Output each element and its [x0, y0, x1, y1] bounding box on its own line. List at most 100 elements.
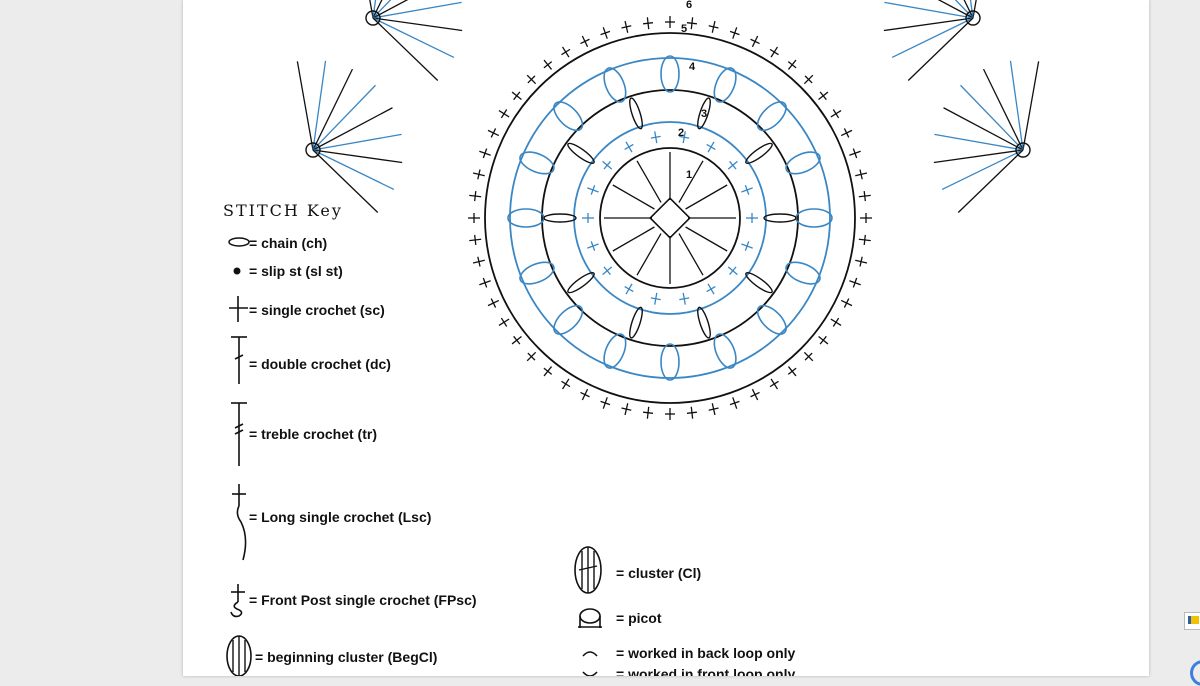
cluster-stitch — [785, 151, 821, 175]
cluster-stitch — [603, 67, 627, 103]
sc-stitch-round-6 — [600, 30, 611, 36]
key-label-front-loop: = worked in front loop only — [616, 666, 796, 676]
chain-stitch — [763, 213, 797, 223]
sc-stitch-round-2 — [603, 266, 611, 275]
sc-stitch-round-6 — [708, 407, 719, 411]
chain-stitch — [629, 97, 643, 130]
fan-stitch — [954, 0, 974, 19]
sc-stitch-round-2 — [679, 297, 690, 301]
sc-stitch-round-6 — [561, 48, 571, 56]
back-loop-icon — [582, 651, 598, 657]
row-number-4: 4 — [689, 61, 696, 73]
fan-stitch — [891, 17, 974, 59]
cluster-stitch — [713, 333, 737, 369]
fan-stitch — [969, 0, 974, 19]
sc-stitch-round-2 — [744, 185, 750, 195]
sc-stitch-round-6 — [500, 109, 508, 119]
sc-stitch-round-6 — [580, 391, 590, 398]
sc-stitch-round-6 — [843, 298, 850, 308]
row-number-5: 5 — [681, 23, 687, 35]
spoke-stitch — [685, 184, 728, 210]
key-label-treble-crochet: = treble crochet (tr) — [249, 426, 377, 442]
chain-stitch — [745, 142, 773, 164]
sc-stitch-round-6 — [804, 352, 813, 361]
fan-stitch — [943, 107, 1024, 151]
sc-stitch-round-6 — [500, 317, 508, 327]
fan-stitch — [372, 17, 463, 32]
fan-stitch — [312, 107, 393, 151]
sc-stitch-round-6 — [787, 61, 797, 69]
cluster-stitch — [553, 101, 584, 132]
sc-stitch-round-6 — [543, 367, 553, 375]
spoke-stitch — [685, 226, 728, 252]
fan-stitch — [372, 0, 392, 19]
row-number-2: 2 — [678, 127, 684, 139]
key-label-double-crochet: = double crochet (dc) — [249, 356, 391, 372]
sc-stitch-round-6 — [729, 30, 740, 36]
sc-stitch-round-2 — [729, 161, 737, 170]
fan-stitch — [372, 0, 377, 19]
sc-stitch-round-2 — [744, 241, 750, 251]
sc-stitch-round-2 — [706, 143, 716, 151]
sc-stitch-round-6 — [513, 335, 521, 345]
chain-stitch — [745, 272, 773, 294]
fan-stitch — [982, 68, 1024, 151]
round-ring-1 — [599, 147, 741, 289]
cluster-icon — [574, 546, 602, 594]
sc-stitch-round-6 — [621, 25, 632, 29]
fan-stitch — [963, 0, 974, 19]
fan-stitch — [312, 149, 403, 164]
key-label-picot: = picot — [616, 610, 662, 626]
sc-stitch-round-6 — [490, 298, 497, 308]
sc-stitch-round-2 — [729, 266, 737, 275]
long-single-crochet-icon — [232, 484, 247, 561]
stitch-key-title: STITCH Key — [223, 201, 343, 220]
cluster-stitch — [507, 208, 545, 228]
fan-stitch — [372, 1, 462, 19]
sc-stitch-round-6 — [729, 400, 740, 406]
round-ring-2 — [573, 121, 767, 315]
key-label-chain: = chain (ch) — [249, 235, 328, 251]
sc-stitch-round-6 — [863, 234, 866, 245]
sc-stitch-round-6 — [708, 25, 719, 29]
fan-stitch — [312, 60, 327, 151]
sc-stitch-round-6 — [527, 75, 536, 84]
fan-stitch — [312, 68, 354, 151]
chain-stitch — [567, 272, 595, 294]
key-label-beginning-cluster: = beginning cluster (BegCl) — [255, 649, 438, 665]
cluster-stitch — [713, 67, 737, 103]
side-panel-toggle-icon[interactable] — [1184, 612, 1200, 630]
sc-stitch-round-6 — [769, 380, 779, 388]
key-label-cluster: = cluster (Cl) — [616, 565, 702, 581]
single-crochet-icon — [229, 296, 248, 322]
fan-stitch — [884, 1, 974, 19]
sc-stitch-round-2 — [603, 161, 611, 170]
sc-stitch-round-6 — [477, 169, 481, 180]
fan-stitch — [934, 133, 1024, 151]
beginning-cluster-icon — [226, 635, 252, 676]
sc-stitch-round-2 — [590, 185, 596, 195]
spoke-stitch — [678, 160, 704, 203]
sc-stitch-round-6 — [527, 352, 536, 361]
sc-stitch-round-2 — [650, 135, 661, 139]
sc-stitch-round-6 — [859, 169, 863, 180]
sc-stitch-round-2 — [679, 135, 690, 139]
fan-stitch — [312, 149, 395, 191]
fan-stitch — [1022, 61, 1040, 151]
fan-stitch — [937, 0, 974, 19]
sc-stitch-round-6 — [643, 22, 654, 25]
fan-stitch — [312, 133, 402, 151]
fan-stitch — [960, 84, 1024, 151]
fan-center — [305, 142, 321, 158]
sc-stitch-round-6 — [804, 75, 813, 84]
spoke-stitch — [612, 184, 655, 210]
sc-stitch-round-6 — [580, 38, 590, 45]
chain-stitch — [567, 142, 595, 164]
fan-stitch — [369, 0, 374, 19]
chain-stitch — [543, 213, 577, 223]
cluster-stitch — [519, 261, 555, 285]
slip-stitch-icon — [233, 267, 241, 275]
cluster-stitch — [785, 261, 821, 285]
